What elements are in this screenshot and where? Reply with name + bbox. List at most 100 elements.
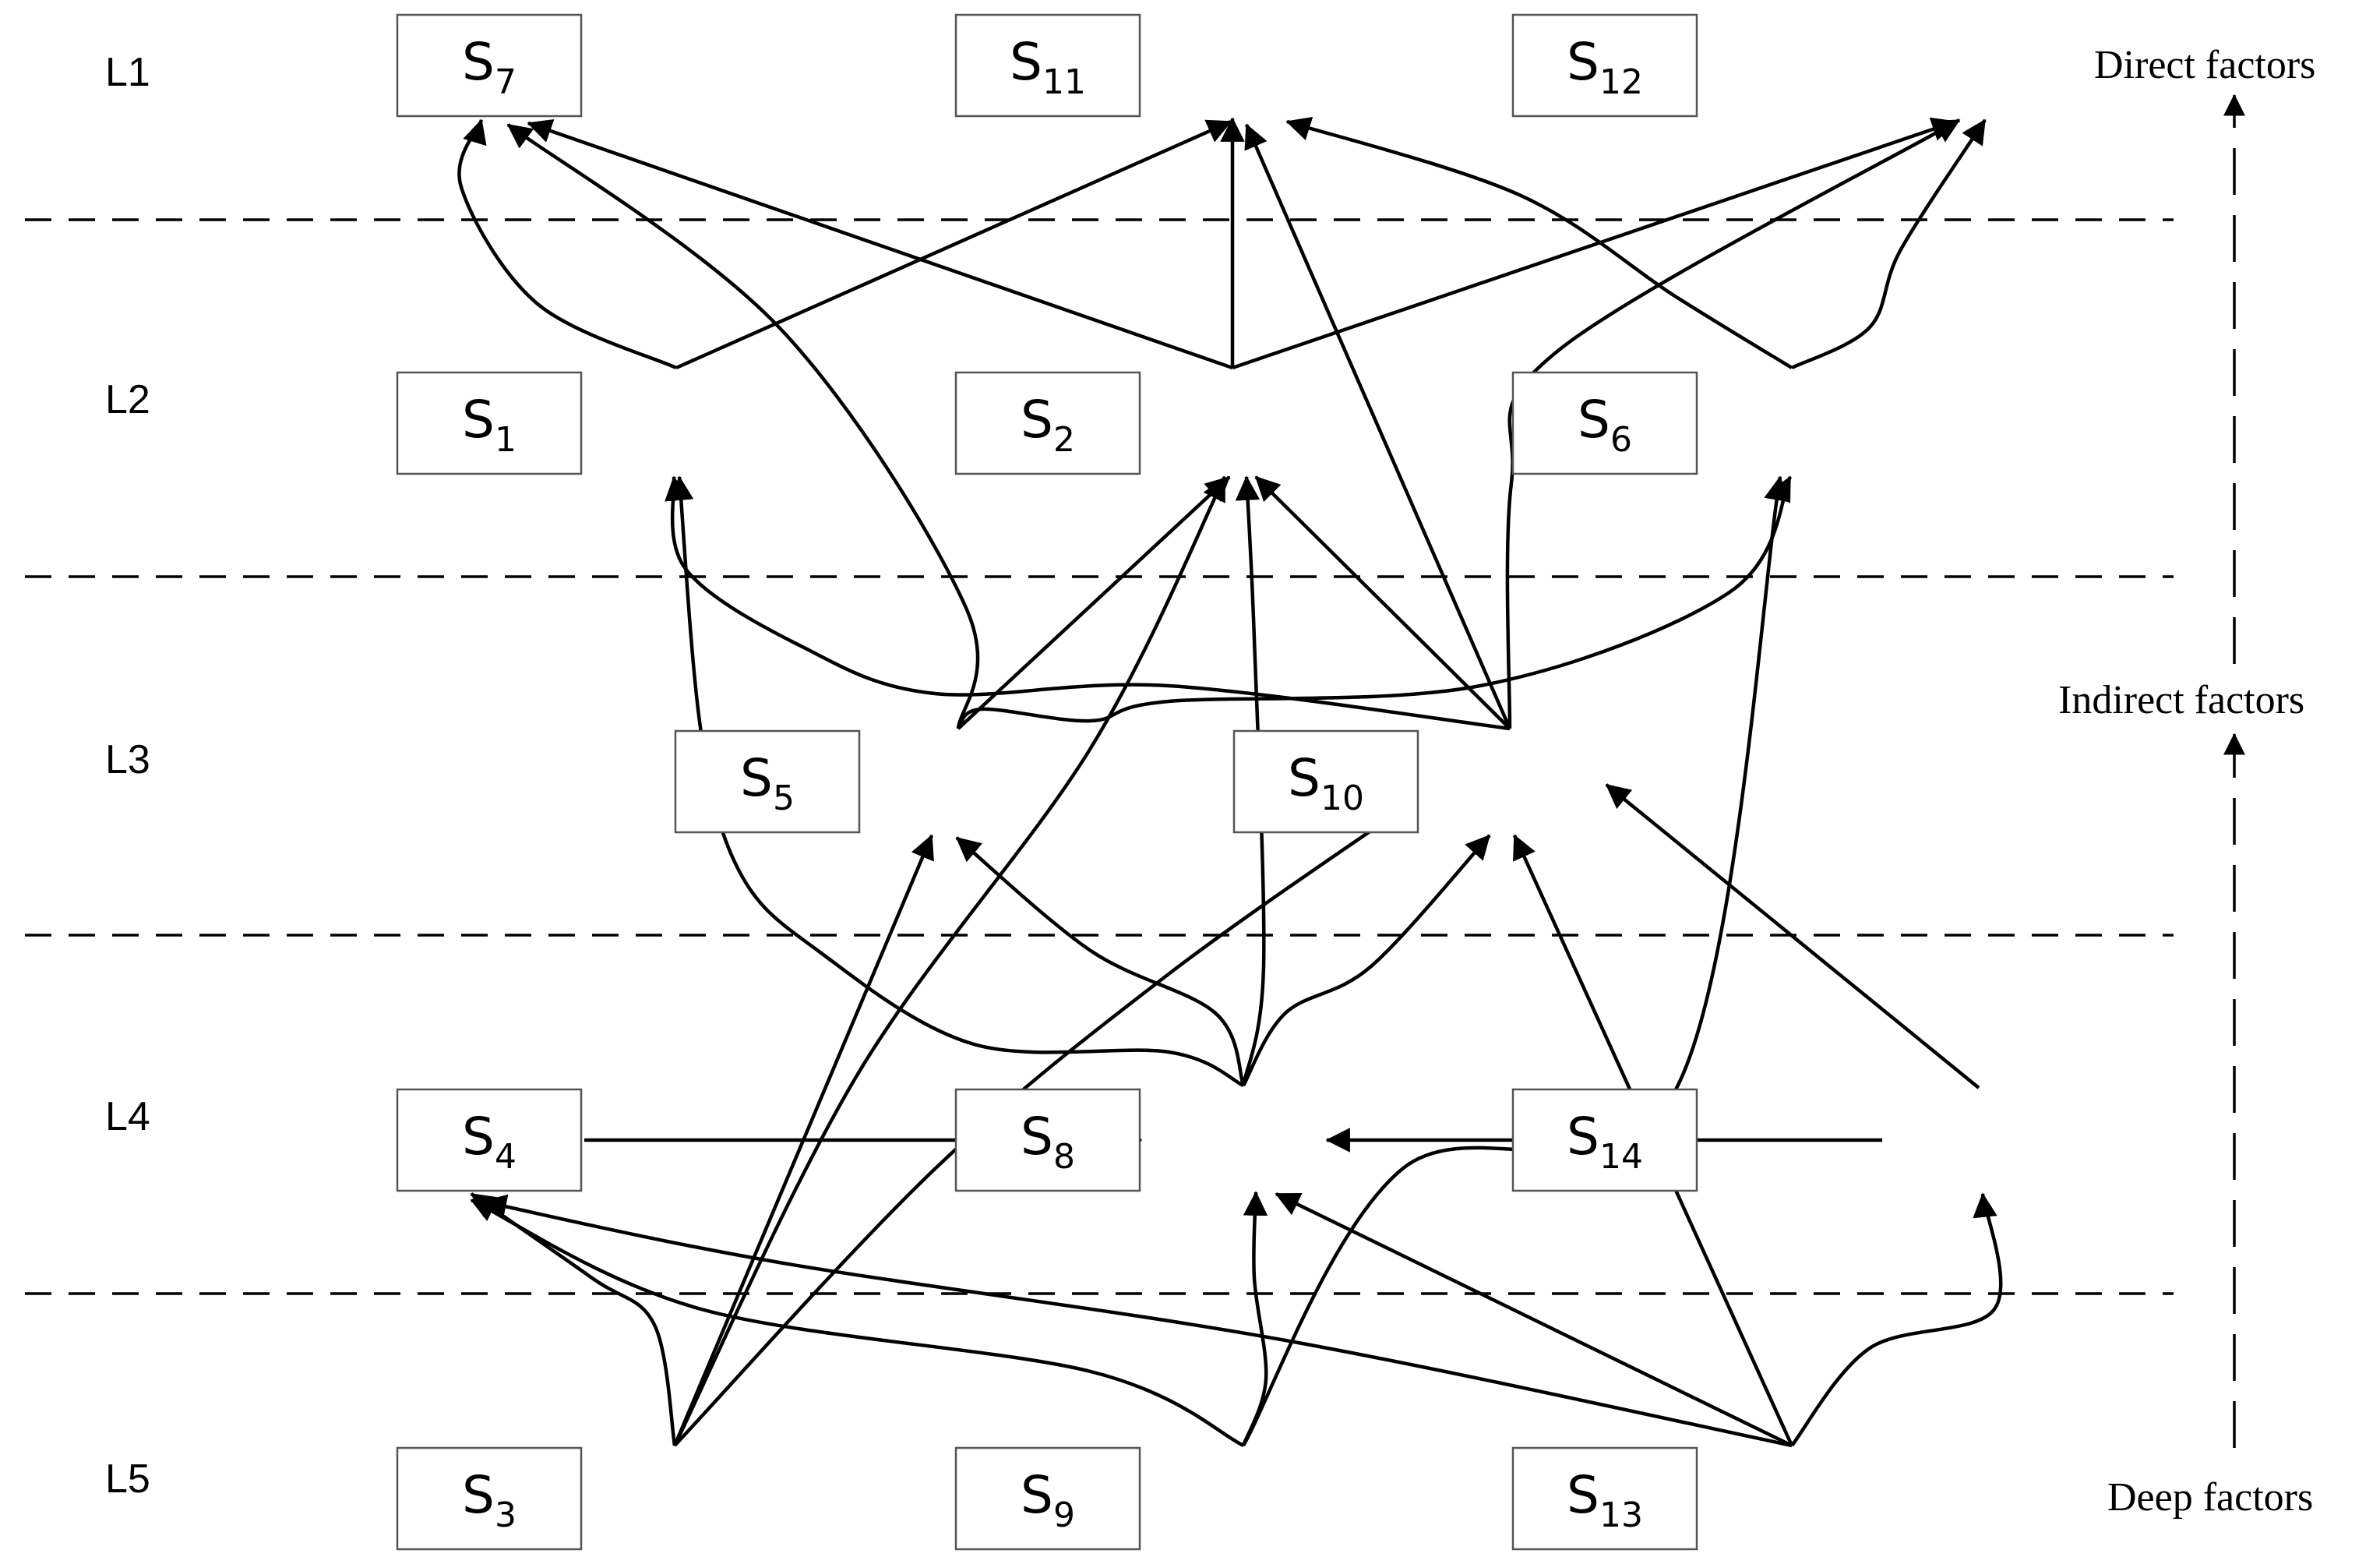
node-label: S13 (1567, 1465, 1643, 1535)
node-box (396, 371, 583, 475)
node-box (1511, 1446, 1698, 1551)
level-label-l5: L5 (105, 1456, 150, 1502)
edge-s8-to-s5 (955, 836, 1246, 1086)
node-box (396, 1446, 583, 1551)
node-label: S10 (1288, 748, 1364, 818)
edge-s2-to-s12 (1232, 117, 1957, 370)
node-subscript: 8 (1053, 1137, 1075, 1177)
node-label: S3 (462, 1465, 517, 1535)
level-label-l4: L4 (105, 1094, 150, 1139)
node-letter: S (462, 1465, 495, 1525)
node-letter: S (462, 1107, 495, 1167)
node-box (1511, 1088, 1698, 1192)
node-subscript: 6 (1610, 420, 1632, 460)
node-box (954, 371, 1141, 475)
node-s3: S3 (396, 1446, 583, 1551)
node-label: S7 (462, 32, 517, 102)
node-box (954, 1088, 1141, 1192)
edge-s6-to-s11 (1285, 116, 1793, 369)
node-subscript: 11 (1042, 62, 1086, 102)
node-subscript: 2 (1053, 420, 1075, 460)
factor-axis: Direct factors Indirect factors Deep fac… (2058, 43, 2315, 1520)
node-subscript: 9 (1053, 1495, 1075, 1535)
node-box (1511, 371, 1698, 475)
level-label-l3: L3 (105, 737, 150, 782)
edge-s3-to-s10 (673, 801, 1413, 1447)
edge-s8-to-s1 (668, 475, 1245, 1088)
node-s9: S9 (954, 1446, 1141, 1551)
indirect-factors-label: Indirect factors (2058, 678, 2304, 722)
node-subscript: 5 (773, 778, 795, 818)
edge-s3-to-s2 (672, 475, 1227, 1446)
node-subscript: 1 (495, 420, 517, 460)
edge-s8-to-s10 (1242, 834, 1491, 1087)
node-label: S11 (1010, 32, 1086, 102)
deep-factors-label: Deep factors (2107, 1475, 2313, 1520)
edge-s13-to-s8 (1275, 1192, 1793, 1448)
direct-factors-label: Direct factors (2094, 43, 2315, 87)
node-subscript: 4 (495, 1137, 517, 1177)
node-label: S12 (1567, 32, 1643, 102)
edge-s3-to-s4 (470, 1192, 677, 1446)
node-s1: S1 (396, 371, 583, 475)
node-subscript: 12 (1599, 62, 1643, 102)
edge-s2-to-s7 (527, 118, 1233, 370)
node-letter: S (1567, 1465, 1599, 1525)
edge-s13-to-s14 (1790, 1192, 2003, 1447)
node-letter: S (462, 390, 495, 450)
node-letter: S (1567, 1107, 1599, 1167)
node-letter: S (462, 32, 495, 92)
level-dividers (25, 218, 2174, 1295)
edge-s1-to-s11 (675, 119, 1232, 370)
node-s11: S11 (954, 13, 1141, 118)
node-subscript: 7 (495, 62, 517, 102)
node-label: S2 (1021, 390, 1075, 460)
node-s4: S4 (396, 1088, 583, 1192)
node-box (954, 1446, 1141, 1551)
node-label: S6 (1578, 390, 1632, 460)
node-letter: S (1021, 1107, 1053, 1167)
edge-s10-to-s2 (1254, 475, 1511, 730)
level-label-l2: L2 (105, 377, 150, 422)
level-label-l1: L1 (105, 50, 150, 95)
node-letter: S (1567, 32, 1599, 92)
node-label: S9 (1021, 1465, 1075, 1535)
node-label: S8 (1021, 1107, 1075, 1177)
edge-s5-to-s7 (506, 123, 980, 729)
node-s6: S6 (1511, 371, 1698, 475)
node-s8: S8 (954, 1088, 1141, 1192)
node-subscript: 13 (1599, 1495, 1643, 1535)
node-s7: S7 (396, 13, 583, 118)
node-s10: S10 (1232, 729, 1419, 834)
node-s5: S5 (674, 729, 861, 834)
node-label: S1 (462, 390, 517, 460)
edge-s5-to-s6 (957, 475, 1793, 730)
node-box (1232, 729, 1419, 834)
edge-s3-to-s5 (672, 834, 934, 1446)
node-subscript: 14 (1599, 1137, 1643, 1177)
node-s12: S12 (1511, 13, 1698, 118)
edge-s13-to-s4 (481, 1194, 1793, 1448)
node-box (396, 1088, 583, 1192)
node-letter: S (1021, 390, 1053, 450)
edge-s9-to-s4 (470, 1198, 1244, 1448)
node-s13: S13 (1511, 1446, 1698, 1551)
edge-s10-to-s11 (1244, 123, 1512, 729)
node-box (674, 729, 861, 834)
node-subscript: 3 (495, 1495, 517, 1535)
node-letter: S (1578, 390, 1610, 450)
edge-s6-to-s12 (1790, 118, 1987, 370)
node-s2: S2 (954, 371, 1141, 475)
edge-s5-to-s2 (957, 475, 1231, 730)
node-box (954, 13, 1141, 118)
node-letter: S (740, 748, 773, 808)
edge-s9-to-s6 (1242, 475, 1789, 1447)
edge-s14-to-s10 (1605, 783, 1980, 1089)
node-letter: S (1288, 748, 1320, 808)
edge-s1-to-s7 (457, 118, 677, 370)
node-box (396, 13, 583, 118)
node-letter: S (1010, 32, 1042, 92)
node-letter: S (1021, 1465, 1053, 1525)
